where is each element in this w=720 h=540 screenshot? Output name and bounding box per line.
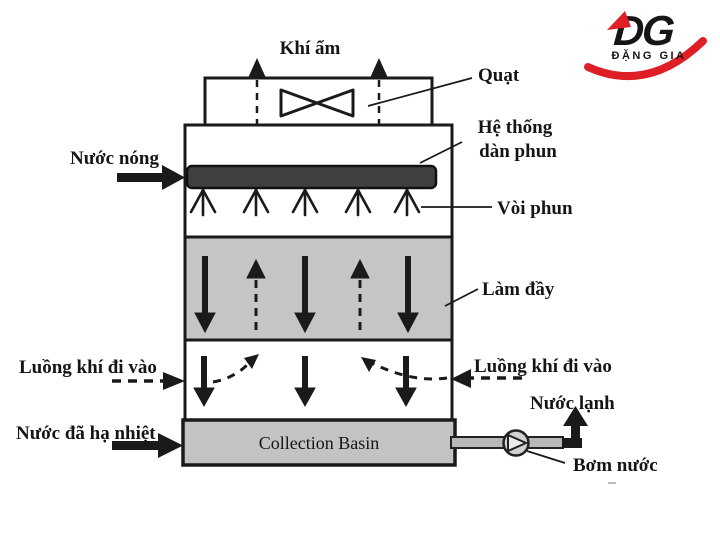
nozzle bbox=[242, 188, 270, 217]
logo-name: ĐẶNG GIA bbox=[612, 49, 687, 62]
label-pump: Bơm nước bbox=[573, 455, 658, 476]
label-cooled-water: Nước đã hạ nhiệt bbox=[16, 423, 156, 444]
air-inlet-left-arrow bbox=[112, 372, 185, 390]
spray-nozzles bbox=[189, 188, 421, 217]
air-curve-right-arrowhead bbox=[361, 357, 376, 372]
label-spray-system-line2: dàn phun bbox=[479, 141, 557, 162]
spray-header-bar bbox=[185, 164, 438, 190]
humid-air-arrowhead-left bbox=[248, 58, 266, 78]
stray-mark bbox=[608, 482, 616, 484]
nozzle bbox=[393, 188, 421, 217]
water-down-arrowhead bbox=[397, 312, 419, 334]
label-fill: Làm đầy bbox=[482, 279, 555, 300]
air-curve-left bbox=[212, 361, 251, 384]
air-up-arrowhead bbox=[246, 258, 266, 279]
pump-vane bbox=[507, 433, 529, 453]
leader-lines bbox=[367, 77, 566, 464]
air-risers bbox=[248, 58, 388, 132]
air-curve-left-arrowhead bbox=[244, 354, 259, 369]
cold-water-arrow bbox=[562, 406, 588, 448]
label-cold-water: Nước lạnh bbox=[530, 393, 615, 414]
brand-logo: DG ĐẶNG GIA bbox=[584, 7, 707, 81]
leader-pump bbox=[526, 450, 566, 464]
labels: Khí ẩm Quạt Hệ thống dàn phun Nước nóng … bbox=[16, 38, 658, 476]
water-down-arrowhead bbox=[294, 387, 316, 408]
leader-spray-system bbox=[419, 141, 463, 164]
fan bbox=[279, 88, 355, 118]
label-hot-water: Nước nóng bbox=[70, 148, 159, 169]
external-arrows bbox=[112, 165, 522, 458]
logo-initials: DG bbox=[612, 7, 676, 54]
label-air-inlet-right: Luồng khí đi vào bbox=[474, 356, 612, 377]
label-humid-air: Khí ẩm bbox=[280, 38, 341, 59]
air-up-arrowhead bbox=[350, 258, 370, 279]
air-inlet-section-arrows bbox=[193, 354, 448, 408]
water-down-arrowhead bbox=[194, 312, 216, 334]
tower-structure bbox=[181, 76, 457, 467]
label-air-inlet-left: Luồng khí đi vào bbox=[19, 357, 157, 378]
label-collection-basin: Collection Basin bbox=[259, 433, 380, 453]
nozzle bbox=[344, 188, 372, 217]
water-down-arrowhead bbox=[395, 387, 417, 408]
label-fan: Quạt bbox=[478, 65, 520, 86]
fill-flow-arrows bbox=[194, 256, 419, 334]
water-down-arrowhead bbox=[193, 387, 215, 408]
fan-blade-right bbox=[315, 88, 355, 118]
water-down-arrowhead bbox=[294, 312, 316, 334]
logo-swoosh bbox=[584, 37, 707, 81]
leader-fan bbox=[367, 77, 473, 107]
cooled-water-arrow bbox=[112, 433, 183, 458]
fan-blade-left bbox=[279, 88, 319, 118]
nozzle bbox=[189, 188, 217, 217]
air-inlet-right-arrow bbox=[451, 369, 522, 388]
label-spray-system-line1: Hệ thống bbox=[478, 117, 553, 138]
air-curve-right bbox=[371, 361, 448, 381]
label-spray-nozzle: Vòi phun bbox=[497, 198, 573, 219]
nozzle bbox=[291, 188, 319, 217]
humid-air-arrowhead-right bbox=[370, 58, 388, 78]
outlet-piping bbox=[450, 406, 588, 457]
pump bbox=[502, 429, 530, 457]
hot-water-arrow bbox=[117, 165, 185, 190]
leader-fill bbox=[444, 288, 479, 307]
logo-arrow-icon bbox=[607, 11, 631, 30]
